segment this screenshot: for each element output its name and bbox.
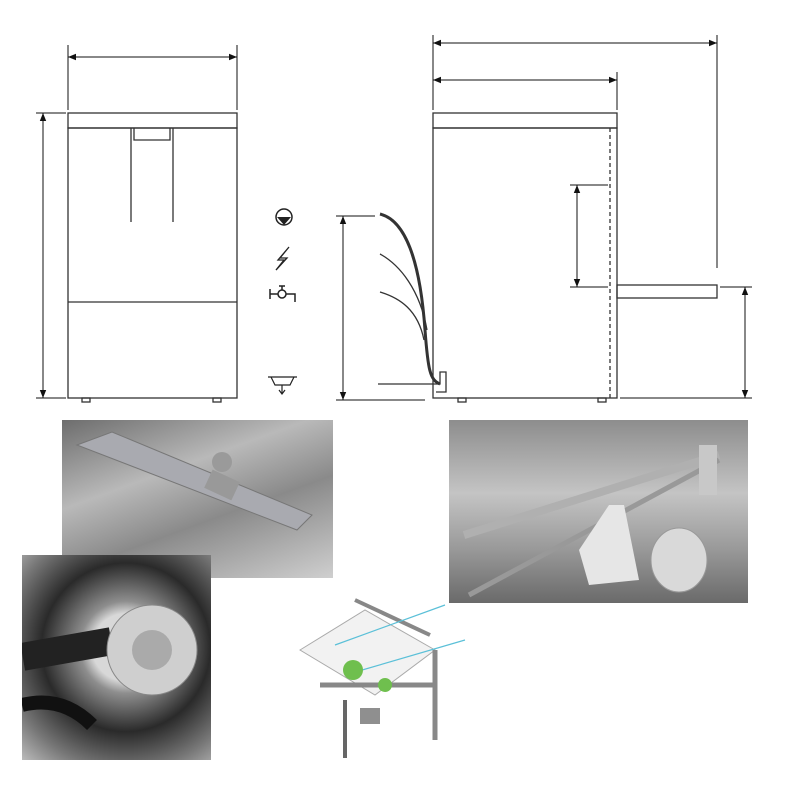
wash-arm-photo — [62, 420, 333, 578]
water-tap-icon — [269, 285, 296, 302]
electric-icon — [275, 246, 290, 271]
side-view — [378, 112, 718, 403]
front-view — [67, 112, 238, 403]
hydraulic-schematic — [295, 580, 470, 760]
drain-basin-icon — [268, 376, 297, 395]
drain-icon — [275, 208, 293, 226]
pump-photo — [22, 555, 211, 760]
wash-chamber-photo — [449, 420, 748, 603]
